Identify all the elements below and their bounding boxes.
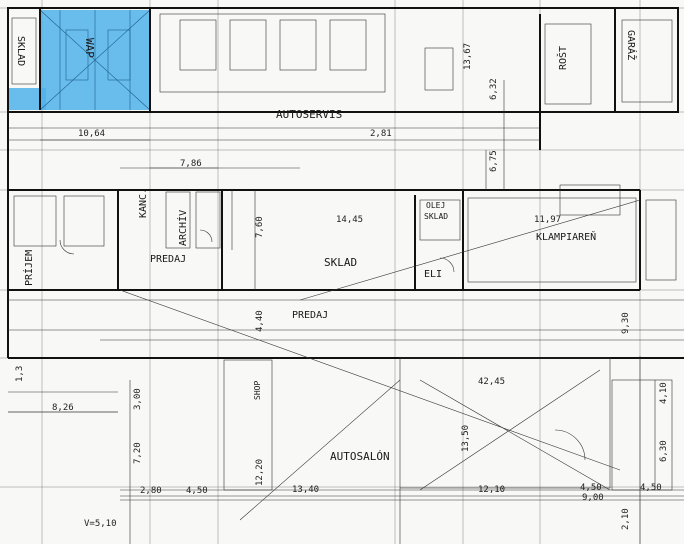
dim-13: 1,3 [15,366,25,382]
dim-826: 8,26 [52,403,74,413]
interior-details [8,13,684,544]
room-label-predaj-upper: PREDAJ [150,254,186,265]
room-label-sklad-vertical: SKLAD [15,36,26,66]
dim-450c: 4,50 [640,483,662,493]
room-label-archiv: ARCHÍV [176,210,189,246]
dim-1350: 13,50 [461,425,471,452]
dim-210: 2,10 [621,508,631,530]
dim-1340: 13,40 [292,485,319,495]
dim-1367: 13,67 [463,43,473,70]
dim-760: 7,60 [255,216,265,238]
dim-vs: V=5,10 [84,519,117,529]
dim-786: 7,86 [180,159,202,169]
dim-630: 6,30 [659,440,669,462]
room-label-klampiaren: KLAMPIAREŇ [536,230,596,243]
dim-281: 2,81 [370,129,392,139]
wap-highlight [8,9,151,111]
dim-1445: 14,45 [336,215,363,225]
dim-900: 9,00 [582,493,604,503]
dim-300: 3,00 [133,388,143,410]
room-labels: SKLAD WAP AUTOSERVIS ROŠT GARÁŽ KANC. AR… [15,30,638,463]
dim-440: 4,40 [255,310,265,332]
dim-930: 9,30 [621,312,631,334]
room-label-rost: ROŠT [556,46,569,70]
dim-632: 6,32 [489,78,499,100]
dim-280: 2,80 [140,486,162,496]
room-label-garaz: GARÁŽ [625,30,638,60]
dimension-labels: 10,64 2,81 7,86 14,45 11,97 13,67 6,32 6… [15,43,669,530]
room-label-autoservis: AUTOSERVIS [276,108,342,121]
dim-720: 7,20 [133,442,143,464]
dim-1197: 11,97 [534,215,561,225]
dim-675: 6,75 [489,150,499,172]
dim-1064: 10,64 [78,129,105,139]
dim-1210: 12,10 [478,485,505,495]
room-label-autosalon: AUTOSALÓN [330,450,390,463]
room-label-eli: ELI [424,269,442,280]
room-label-kanc: KANC. [138,188,149,218]
room-label-olej: OLEJ [426,201,445,210]
dim-1220: 12,20 [255,459,265,486]
dimension-lines [8,139,684,544]
room-label-sklad-main: SKLAD [324,256,357,269]
dim-450a: 4,50 [186,486,208,496]
dim-450b: 4,50 [580,483,602,493]
door-swings [59,229,586,461]
dim-410: 4,10 [659,382,669,404]
room-label-shop: SHOP [253,381,262,400]
diagonal-lines [119,199,641,521]
room-label-prijem: PRÍJEM [22,250,35,286]
room-label-olej-sklad: SKLAD [424,212,448,221]
room-label-predaj-lower: PREDAJ [292,310,328,321]
room-label-wap: WAP [83,38,96,58]
dim-4245: 42,45 [478,377,505,387]
